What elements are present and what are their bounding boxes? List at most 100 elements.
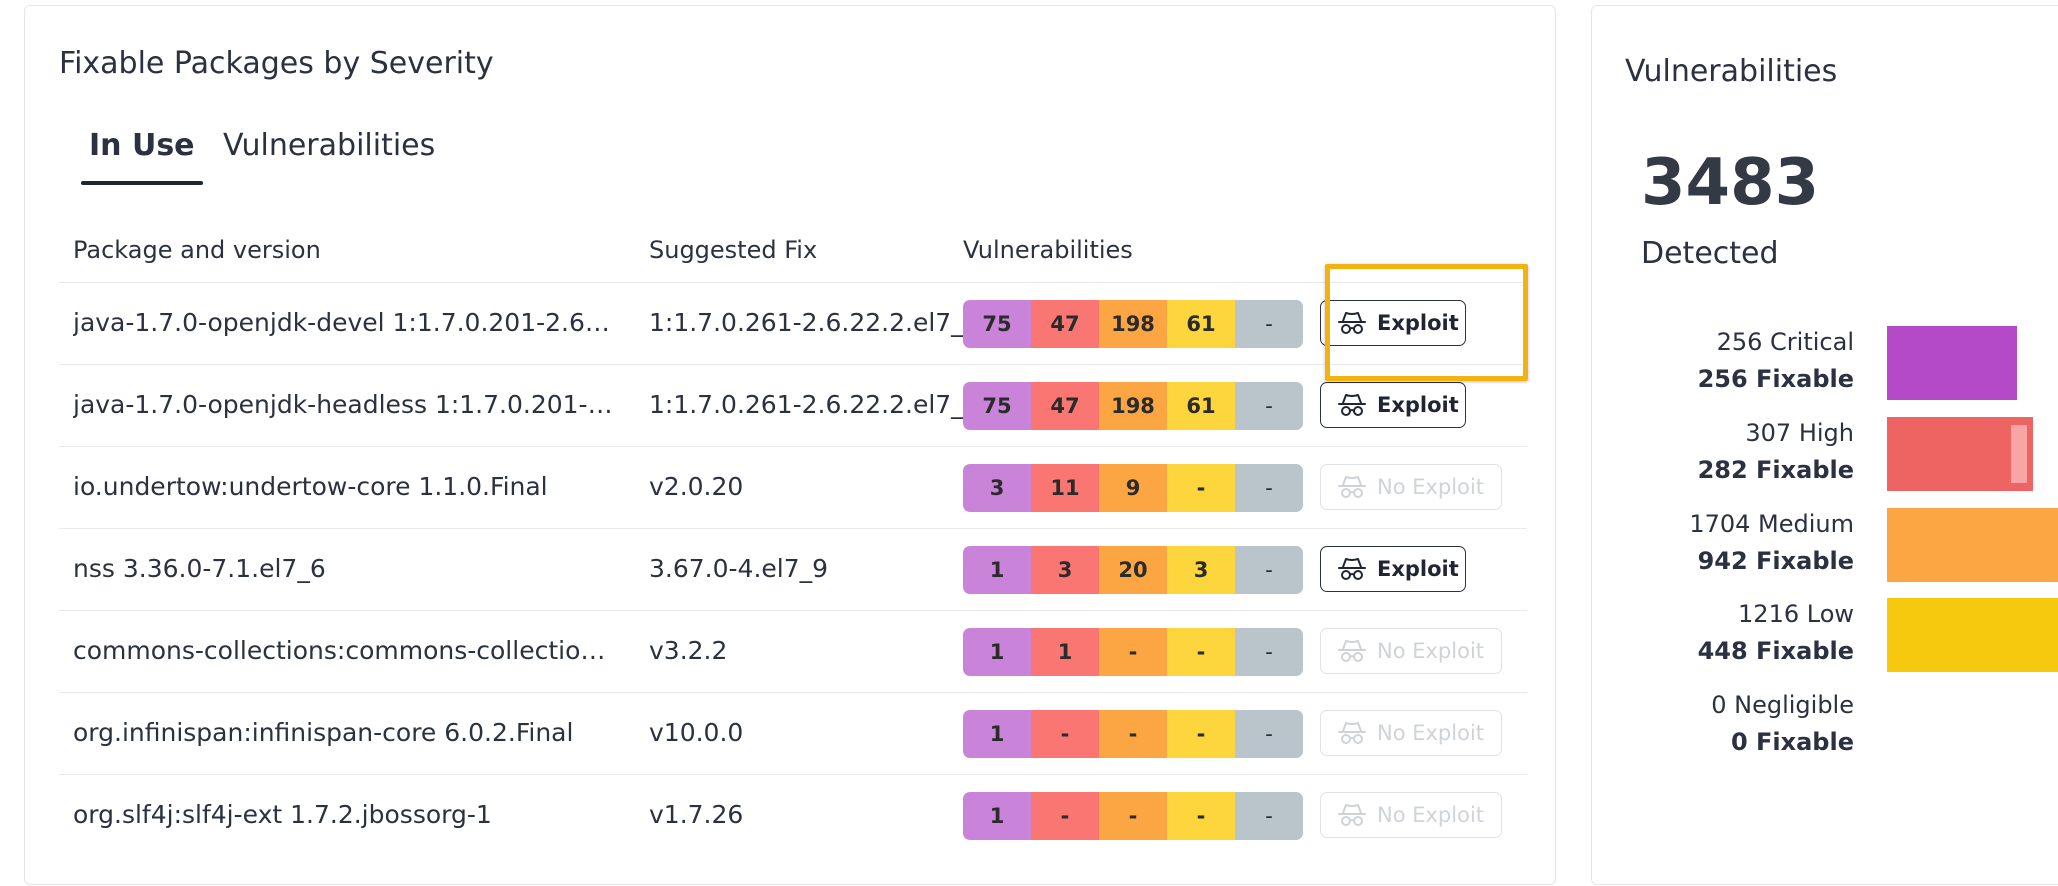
detected-count: 3483 — [1641, 146, 1820, 220]
legend-high-total: 307 High — [1745, 419, 1854, 447]
spy-icon — [1337, 556, 1367, 582]
spy-icon — [1337, 310, 1367, 336]
critical-count: 75 — [963, 300, 1031, 348]
package-name[interactable]: org.infinispan:infinispan-core 6.0.2.Fin… — [73, 718, 574, 747]
high-bar[interactable] — [1887, 417, 2033, 491]
legend-medium-fixable: 942 Fixable — [1697, 547, 1854, 575]
table-row[interactable]: java-1.7.0-openjdk-devel 1:1.7.0.201-2.6… — [59, 282, 1527, 364]
suggested-fix: v2.0.20 — [649, 472, 744, 501]
tab-vulnerabilities[interactable]: Vulnerabilities — [223, 128, 436, 163]
legend-low-fixable: 448 Fixable — [1697, 637, 1854, 665]
exploit-label: No Exploit — [1377, 803, 1485, 827]
table-row[interactable]: org.slf4j:slf4j-ext 1.7.2.jbossorg-1 v1.7… — [59, 774, 1527, 856]
column-header-package[interactable]: Package and version — [73, 236, 321, 264]
negligible-count: - — [1235, 546, 1303, 594]
table-row[interactable]: java-1.7.0-openjdk-headless 1:1.7.0.201-… — [59, 364, 1527, 446]
no-exploit-button: No Exploit — [1320, 710, 1502, 756]
critical-count: 3 — [963, 464, 1031, 512]
legend-low: 1216 Low 448 Fixable — [1698, 596, 1854, 670]
spy-icon — [1337, 392, 1367, 418]
column-header-suggested-fix[interactable]: Suggested Fix — [649, 236, 818, 264]
high-count: 47 — [1031, 382, 1099, 430]
table-row[interactable]: org.infinispan:infinispan-core 6.0.2.Fin… — [59, 692, 1527, 774]
negligible-count: - — [1235, 300, 1303, 348]
package-name[interactable]: java-1.7.0-openjdk-headless 1:1.7.0.201-… — [73, 390, 613, 419]
medium-count: 20 — [1099, 546, 1167, 594]
suggested-fix: 1:1.7.0.261-2.6.22.2.el7_8 — [649, 390, 980, 419]
package-name[interactable]: io.undertow:undertow-core 1.1.0.Final — [73, 472, 548, 501]
detected-label: Detected — [1641, 236, 1779, 271]
negligible-count: - — [1235, 710, 1303, 758]
exploit-label: No Exploit — [1377, 639, 1485, 663]
spy-icon — [1337, 638, 1367, 664]
no-exploit-button: No Exploit — [1320, 792, 1502, 838]
high-count: - — [1031, 792, 1099, 840]
exploit-button[interactable]: Exploit — [1320, 382, 1466, 428]
low-count: - — [1167, 710, 1235, 758]
severity-breakdown: 1---- — [963, 710, 1303, 758]
exploit-label: Exploit — [1377, 311, 1459, 335]
table-row[interactable]: io.undertow:undertow-core 1.1.0.Final v2.… — [59, 446, 1527, 528]
spy-icon — [1337, 474, 1367, 500]
suggested-fix: v3.2.2 — [649, 636, 728, 665]
suggested-fix: 1:1.7.0.261-2.6.22.2.el7_8 — [649, 308, 980, 337]
legend-negligible-total: 0 Negligible — [1711, 691, 1854, 719]
legend-high: 307 High 282 Fixable — [1698, 415, 1854, 489]
suggested-fix: 3.67.0-4.el7_9 — [649, 554, 829, 583]
low-bar[interactable] — [1887, 598, 2058, 672]
legend-critical-total: 256 Critical — [1716, 328, 1854, 356]
critical-count: 1 — [963, 792, 1031, 840]
exploit-button[interactable]: Exploit — [1320, 300, 1466, 346]
fixable-packages-panel: Fixable Packages by Severity In Use Vuln… — [24, 5, 1556, 885]
exploit-highlight-box — [1325, 264, 1528, 381]
package-name[interactable]: nss 3.36.0-7.1.el7_6 — [73, 554, 326, 583]
low-count: 3 — [1167, 546, 1235, 594]
panel-title: Fixable Packages by Severity — [59, 46, 494, 81]
severity-breakdown: 1---- — [963, 792, 1303, 840]
spy-icon — [1337, 720, 1367, 746]
exploit-label: Exploit — [1377, 557, 1459, 581]
spy-icon — [1337, 802, 1367, 828]
column-header-vulnerabilities[interactable]: Vulnerabilities — [963, 236, 1133, 264]
legend-medium-total: 1704 Medium — [1689, 510, 1854, 538]
low-count: 61 — [1167, 382, 1235, 430]
high-count: 1 — [1031, 628, 1099, 676]
negligible-count: - — [1235, 464, 1303, 512]
critical-count: 1 — [963, 710, 1031, 758]
exploit-label: No Exploit — [1377, 475, 1485, 499]
critical-count: 1 — [963, 628, 1031, 676]
low-count: 61 — [1167, 300, 1235, 348]
legend-high-fixable: 282 Fixable — [1697, 456, 1854, 484]
legend-low-total: 1216 Low — [1738, 600, 1854, 628]
high-count: 11 — [1031, 464, 1099, 512]
package-name[interactable]: org.slf4j:slf4j-ext 1.7.2.jbossorg-1 — [73, 800, 492, 829]
package-name[interactable]: java-1.7.0-openjdk-devel 1:1.7.0.201-2.6… — [73, 308, 613, 337]
legend-negligible: 0 Negligible 0 Fixable — [1711, 687, 1854, 761]
package-name[interactable]: commons-collections:commons-collections … — [73, 636, 613, 665]
medium-count: 198 — [1099, 300, 1167, 348]
table-row[interactable]: commons-collections:commons-collections … — [59, 610, 1527, 692]
no-exploit-button: No Exploit — [1320, 628, 1502, 674]
legend-negligible-fixable: 0 Fixable — [1730, 728, 1854, 756]
exploit-button[interactable]: Exploit — [1320, 546, 1466, 592]
high-count: 47 — [1031, 300, 1099, 348]
low-count: - — [1167, 464, 1235, 512]
legend-critical: 256 Critical 256 Fixable — [1698, 324, 1854, 398]
suggested-fix: v1.7.26 — [649, 800, 744, 829]
high-count: 3 — [1031, 546, 1099, 594]
exploit-label: Exploit — [1377, 393, 1459, 417]
no-exploit-button: No Exploit — [1320, 464, 1502, 510]
medium-bar[interactable] — [1887, 508, 2058, 582]
tab-in-use[interactable]: In Use — [81, 128, 203, 185]
critical-bar[interactable] — [1887, 326, 2017, 400]
low-count: - — [1167, 628, 1235, 676]
medium-count: - — [1099, 628, 1167, 676]
legend-critical-fixable: 256 Fixable — [1697, 365, 1854, 393]
negligible-count: - — [1235, 628, 1303, 676]
